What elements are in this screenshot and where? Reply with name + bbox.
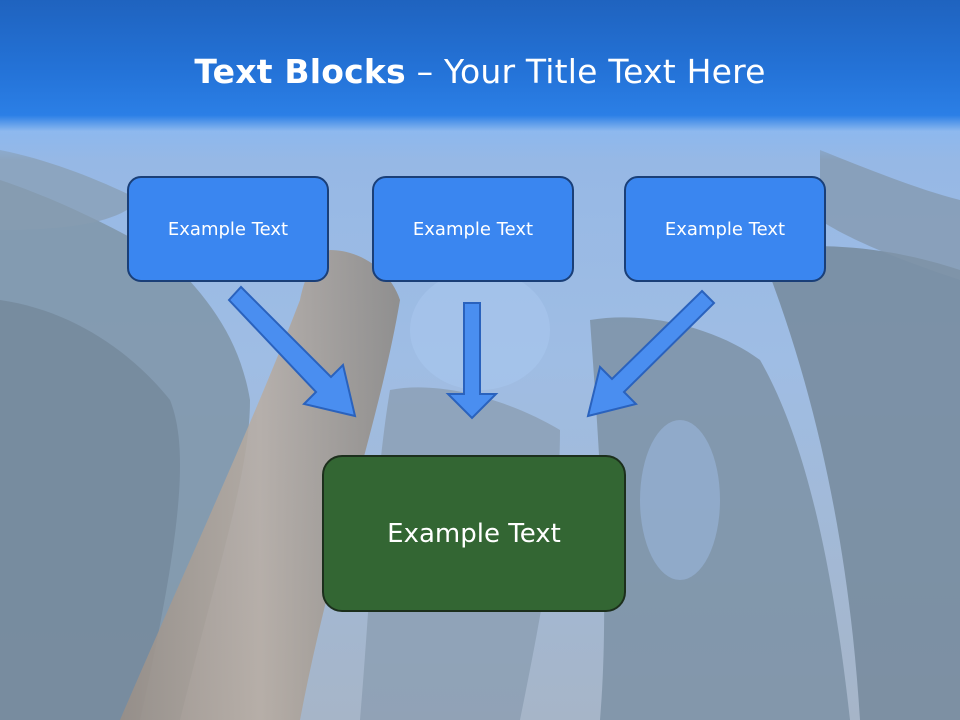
text-block-2[interactable]: Example Text [372, 176, 574, 282]
title-rest: Your Title Text Here [443, 52, 766, 91]
target-text-block-label: Example Text [387, 518, 561, 549]
text-block-1[interactable]: Example Text [127, 176, 329, 282]
header-band [0, 0, 960, 160]
text-block-3-label: Example Text [664, 218, 786, 240]
text-block-1-label: Example Text [167, 218, 289, 240]
title-bold: Text Blocks [194, 52, 406, 91]
target-text-block[interactable]: Example Text [322, 455, 626, 612]
text-block-3[interactable]: Example Text [624, 176, 826, 282]
page-title: Text Blocks – Your Title Text Here [0, 52, 960, 91]
title-dash: – [405, 52, 444, 91]
text-block-2-label: Example Text [412, 218, 534, 240]
